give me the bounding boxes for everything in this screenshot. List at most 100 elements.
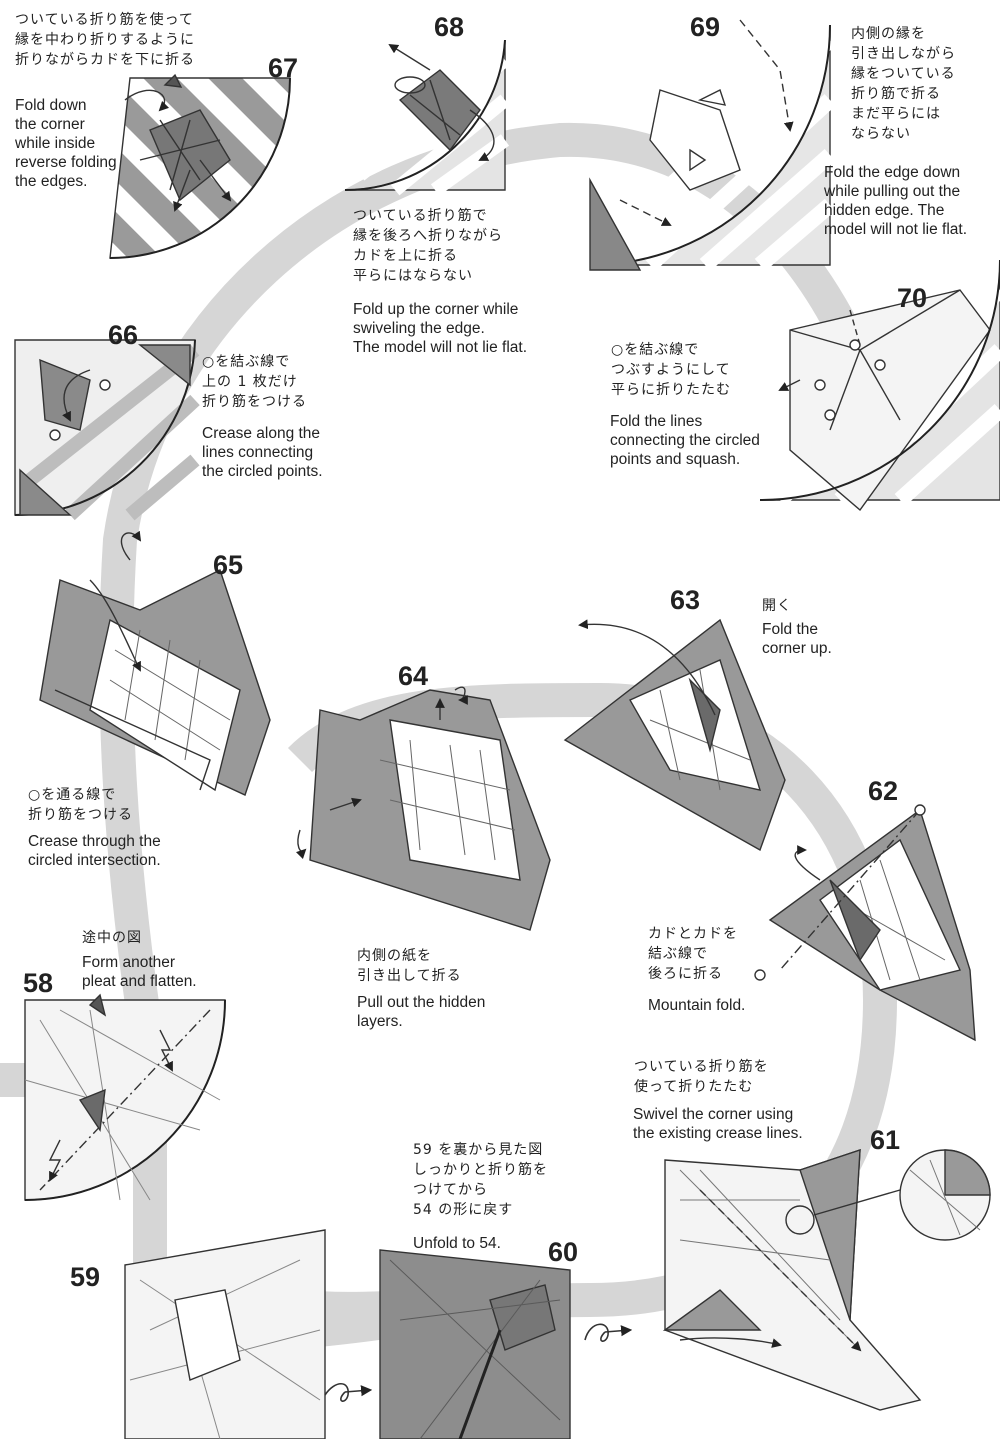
step-70-en-line: points and squash. (610, 451, 741, 468)
step-66-jp-text: ○を結ぶ線で 上の 1 枚だけ 折り筋をつける (202, 352, 307, 412)
step-number-68: 68 (434, 12, 465, 42)
step-61-jp-line: 使って折りたたむ (634, 1079, 754, 1095)
step-61-en-line: the existing crease lines. (633, 1125, 803, 1142)
step-58-model (24, 993, 226, 1201)
step-68-jp-text: ついている折り筋で 縁を後ろへ折りながら カドを上に折る 平らにはならない (353, 206, 503, 286)
step-number-63: 63 (670, 585, 701, 615)
step-59-jp-line: しっかりと折り筋を (413, 1162, 548, 1178)
step-67-en-line: Fold down (15, 97, 87, 114)
step-60-model (379, 1249, 571, 1439)
step-65-en-line: Crease through the (28, 833, 161, 850)
step-68-en-text: Fold up the corner while swiveling the e… (353, 300, 527, 357)
turn-over-arrow-60 (584, 1323, 633, 1342)
step-65-en-line: circled intersection. (28, 852, 161, 869)
step-69-model (589, 19, 836, 272)
step-58-en-line: Form another (82, 954, 176, 971)
step-66-jp-line: 上の 1 枚だけ (202, 374, 298, 390)
step-67-jp-line: 縁を中わり折りするように (15, 32, 195, 48)
step-69-jp-text: 内側の縁を 引き出しながら 縁をついている 折り筋で折る まだ平らには ならない (851, 24, 956, 144)
step-62-model (754, 804, 976, 1042)
step-63-jp-text: 開く (762, 596, 792, 616)
step-59-jp-line: つけてから (413, 1182, 488, 1198)
step-63-en-line: Fold the (762, 621, 819, 638)
step-70-model (759, 259, 1000, 512)
step-68-en-line: swiveling the edge. (353, 320, 485, 337)
step-number-60: 60 (548, 1237, 579, 1267)
step-68-jp-line: カドを上に折る (353, 248, 458, 264)
step-69-en-text: Fold the edge down while pulling out the… (824, 163, 967, 239)
step-62-en-line: Mountain fold. (648, 997, 746, 1014)
step-63-model (563, 618, 786, 852)
step-59-jp-line: 59 を裏から見た図 (413, 1142, 544, 1158)
step-70-en-line: connecting the circled (610, 432, 760, 449)
step-68-jp-line: 平らにはならない (353, 268, 473, 284)
step-69-en-line: Fold the edge down (824, 164, 961, 181)
step-65-en-text: Crease through the circled intersection. (28, 832, 161, 870)
step-67-en-line: while inside (15, 135, 96, 152)
turn-over-arrow (324, 1382, 373, 1402)
step-59-model (124, 1229, 326, 1439)
step-65-jp-text: ○を通る線で 折り筋をつける (28, 785, 133, 825)
step-65-jp-line: ○を通る線で (28, 787, 117, 803)
step-number-61: 61 (870, 1125, 901, 1155)
step-60-jp-line: 引き出して折る (357, 968, 462, 984)
step-number-59: 59 (70, 1262, 101, 1292)
step-69-jp-line: 内側の縁を (851, 26, 926, 42)
step-69-jp-line: 折り筋で折る (851, 86, 941, 102)
step-65-jp-line: 折り筋をつける (28, 807, 133, 823)
step-70-en-text: Fold the lines connecting the circled po… (610, 412, 760, 469)
step-69-en-line: while pulling out the (824, 183, 961, 200)
step-58-en-line: pleat and flatten. (82, 973, 197, 990)
step-69-jp-line: ならない (851, 126, 911, 142)
step-58-jp-text: 途中の図 (82, 928, 142, 948)
step-62-jp-line: 後ろに折る (648, 966, 723, 982)
step-number-65: 65 (213, 550, 244, 580)
step-62-en-text: Mountain fold. (648, 996, 745, 1015)
step-59-en-text: Unfold to 54. (413, 1234, 501, 1253)
step-58-jp-line: 途中の図 (82, 930, 142, 946)
step-67-jp-text: ついている折り筋を使って 縁を中わり折りするように 折りながらカドを下に折る (15, 10, 195, 70)
step-67-en-line: the corner (15, 116, 85, 133)
step-61-en-line: Swivel the corner using (633, 1106, 794, 1123)
step-number-69: 69 (690, 12, 721, 42)
step-61-jp-line: ついている折り筋を (634, 1059, 769, 1075)
step-61-jp-text: ついている折り筋を 使って折りたたむ (634, 1057, 769, 1097)
step-68-en-line: Fold up the corner while (353, 301, 519, 318)
step-69-en-line: model will not lie flat. (824, 221, 968, 238)
step-66-jp-line: 折り筋をつける (202, 394, 307, 410)
step-number-70: 70 (897, 283, 928, 313)
step-number-67: 67 (268, 53, 299, 83)
step-59-jp-text: 59 を裏から見た図 しっかりと折り筋を つけてから 54 の形に戻す (413, 1140, 548, 1220)
step-70-jp-text: ○を結ぶ線で つぶすようにして 平らに折りたたむ (611, 340, 731, 400)
step-69-jp-line: 引き出しながら (851, 46, 956, 62)
step-67-en-text: Fold down the corner while inside revers… (15, 96, 117, 191)
step-62-jp-text: カドとカドを 結ぶ線で 後ろに折る (648, 924, 738, 984)
step-64-model (295, 686, 551, 931)
step-63-en-text: Fold the corner up. (762, 620, 832, 658)
step-61-model (662, 1149, 991, 1411)
step-60-en-line: layers. (357, 1013, 403, 1030)
step-67-jp-line: 折りながらカドを下に折る (15, 52, 195, 68)
step-68-jp-line: 縁を後ろへ折りながら (353, 228, 503, 244)
step-67-jp-line: ついている折り筋を使って (15, 12, 194, 28)
step-67-model (109, 73, 291, 259)
step-59-jp-line: 54 の形に戻す (413, 1202, 514, 1218)
step-70-en-line: Fold the lines (610, 413, 703, 430)
step-69-jp-line: 縁をついている (851, 66, 956, 82)
step-70-jp-line: つぶすようにして (611, 362, 731, 378)
step-60-jp-line: 内側の紙を (357, 948, 432, 964)
step-number-62: 62 (868, 776, 899, 806)
step-68-jp-line: ついている折り筋で (353, 208, 488, 224)
step-60-en-text: Pull out the hidden layers. (357, 993, 485, 1031)
step-58-en-text: Form another pleat and flatten. (82, 953, 197, 991)
step-63-jp-line: 開く (762, 598, 792, 614)
step-60-jp-text: 内側の紙を 引き出して折る (357, 946, 462, 986)
step-66-en-line: the circled points. (202, 463, 323, 480)
step-67-en-line: reverse folding (15, 154, 117, 171)
step-number-66: 66 (108, 320, 139, 350)
step-69-jp-line: まだ平らには (851, 106, 941, 122)
step-62-jp-line: カドとカドを (648, 926, 738, 942)
step-66-en-line: Crease along the (202, 425, 321, 442)
